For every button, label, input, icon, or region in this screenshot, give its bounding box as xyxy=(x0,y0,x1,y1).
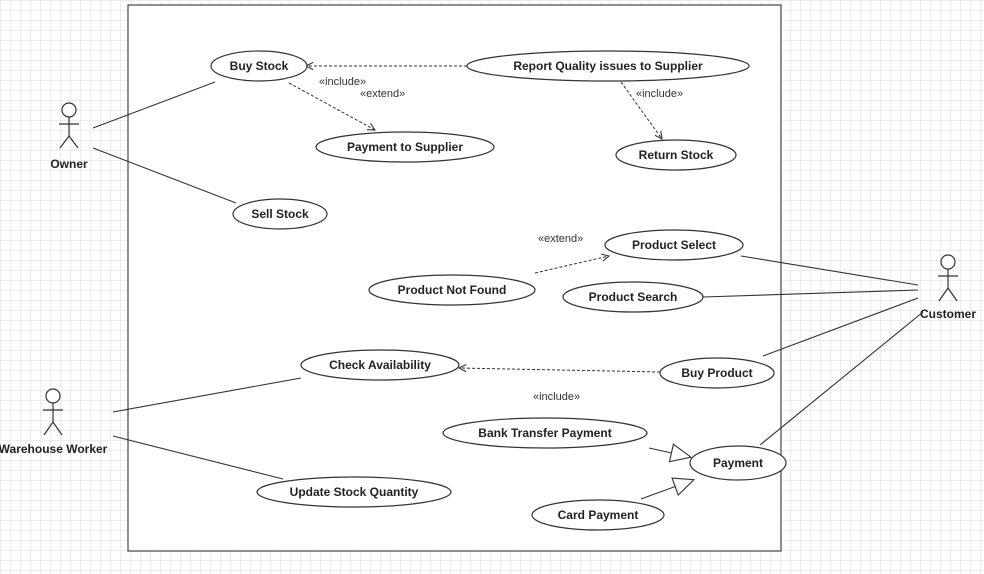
use-case-bank-transfer-payment[interactable]: Bank Transfer Payment xyxy=(442,417,648,449)
assoc-owner-buy-stock xyxy=(92,81,216,129)
actor-customer[interactable]: Customer xyxy=(920,254,976,321)
actor-owner[interactable]: Owner xyxy=(50,102,88,171)
use-case-report-quality[interactable]: Report Quality issues to Supplier xyxy=(466,50,750,82)
stick-figure-icon xyxy=(938,254,958,302)
assoc-customer-payment xyxy=(759,311,924,446)
use-case-update-stock-quantity[interactable]: Update Stock Quantity xyxy=(256,476,452,508)
assoc-worker-update-stock xyxy=(112,435,284,480)
use-case-buy-stock[interactable]: Buy Stock xyxy=(210,50,308,82)
use-case-sell-stock[interactable]: Sell Stock xyxy=(232,198,328,230)
svg-text:Buy Stock: Buy Stock xyxy=(230,59,289,73)
assoc-customer-product-select xyxy=(740,255,919,286)
assoc-customer-product-search xyxy=(702,289,919,298)
use-case-check-availability[interactable]: Check Availability xyxy=(300,349,460,381)
actor-warehouse-worker-label: Warehouse Worker xyxy=(0,442,108,456)
stick-figure-icon xyxy=(59,102,79,149)
include-buy-product-to-check-availability xyxy=(459,368,661,373)
svg-text:Return Stock: Return Stock xyxy=(639,148,714,162)
svg-text:Report Quality issues to Suppl: Report Quality issues to Supplier xyxy=(513,59,703,73)
svg-text:Card Payment: Card Payment xyxy=(558,508,639,522)
stereotype-extend-product-select: «extend» xyxy=(538,233,583,245)
use-case-product-select[interactable]: Product Select xyxy=(604,229,744,261)
include-report-to-return-stock xyxy=(620,81,662,139)
svg-text:Check Availability: Check Availability xyxy=(329,358,431,372)
svg-text:Payment: Payment xyxy=(713,456,763,470)
svg-text:Product Select: Product Select xyxy=(632,238,716,252)
use-case-product-not-found[interactable]: Product Not Found xyxy=(368,274,536,306)
actor-warehouse-worker[interactable]: Warehouse Worker xyxy=(0,388,108,456)
svg-text:Bank Transfer Payment: Bank Transfer Payment xyxy=(478,426,611,440)
svg-text:Buy Product: Buy Product xyxy=(681,366,752,380)
use-case-buy-product[interactable]: Buy Product xyxy=(659,357,775,389)
svg-text:Sell Stock: Sell Stock xyxy=(251,207,309,221)
gen-card-to-payment xyxy=(640,480,693,500)
stick-figure-icon xyxy=(43,388,63,436)
use-case-payment[interactable]: Payment xyxy=(689,445,787,481)
actor-owner-label: Owner xyxy=(50,157,88,171)
actor-customer-label: Customer xyxy=(920,307,976,321)
use-case-payment-to-supplier[interactable]: Payment to Supplier xyxy=(315,131,495,163)
svg-text:Product Search: Product Search xyxy=(589,290,678,304)
assoc-owner-sell-stock xyxy=(92,147,237,204)
svg-text:Payment to Supplier: Payment to Supplier xyxy=(347,140,463,154)
extend-payment-supplier-to-buy-stock xyxy=(288,82,375,130)
use-case-product-search[interactable]: Product Search xyxy=(562,281,704,313)
stereotype-extend-payment-supplier: «extend» xyxy=(360,88,405,100)
gen-bank-transfer-to-payment xyxy=(648,448,690,457)
extend-not-found-to-product-select xyxy=(534,256,609,274)
use-case-return-stock[interactable]: Return Stock xyxy=(615,139,737,171)
svg-text:Update Stock Quantity: Update Stock Quantity xyxy=(290,485,419,499)
assoc-customer-buy-product xyxy=(762,297,919,357)
stereotype-include-return-stock: «include» xyxy=(636,88,683,100)
stereotype-include-check-availability: «include» xyxy=(533,391,580,403)
use-case-card-payment[interactable]: Card Payment xyxy=(531,499,665,531)
svg-text:Product Not Found: Product Not Found xyxy=(398,283,507,297)
stereotype-include-buy-stock: «include» xyxy=(319,76,366,88)
assoc-worker-check-availability xyxy=(112,377,302,413)
